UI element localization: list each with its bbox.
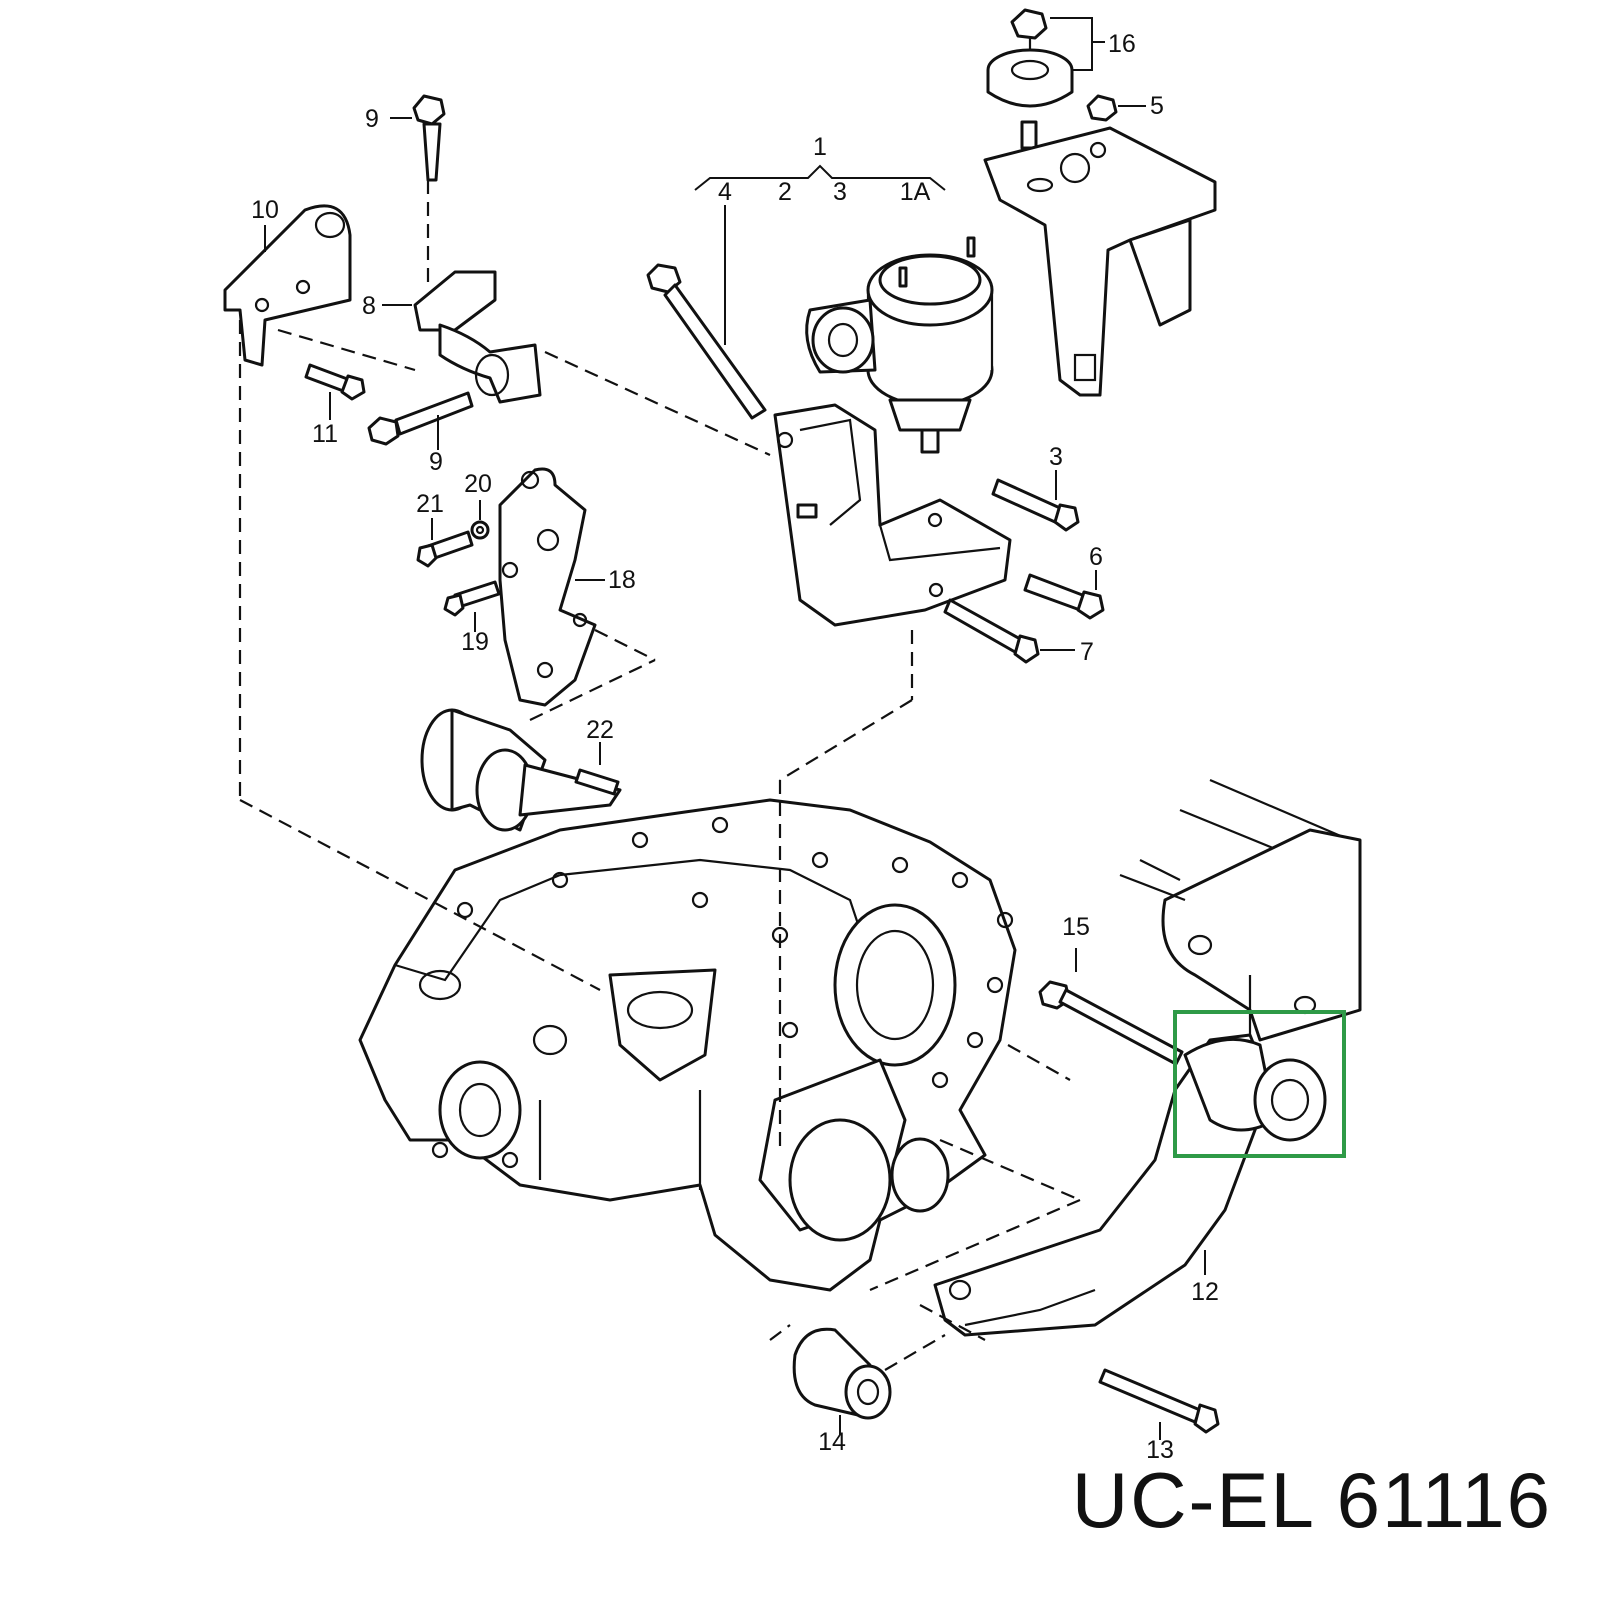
bolt-11 <box>304 363 366 420</box>
callout-labels: 1 4 2 3 1A 16 5 9 10 8 11 9 3 6 7 20 21 … <box>251 30 1219 1464</box>
highlight-box <box>1173 1010 1346 1158</box>
callout-20: 20 <box>464 470 492 498</box>
bushing-14 <box>792 1327 892 1435</box>
bolt-6 <box>1023 570 1105 620</box>
torque-arm-12 <box>933 1033 1327 1337</box>
callout-6: 6 <box>1089 543 1103 571</box>
callout-13: 13 <box>1146 1436 1174 1464</box>
callout-4: 4 <box>718 178 732 206</box>
clamp-8 <box>382 270 542 404</box>
callout-11: 11 <box>312 420 338 448</box>
bolt-15 <box>1038 948 1184 1066</box>
callout-9-lower: 9 <box>429 448 443 476</box>
callout-1a: 1A <box>900 178 931 206</box>
callout-12: 12 <box>1191 1278 1219 1306</box>
bolt-9-lower <box>367 391 474 450</box>
assembly-lines <box>238 180 1081 1371</box>
washer-20 <box>470 500 490 540</box>
callout-1: 1 <box>813 133 827 161</box>
bolt-7 <box>943 598 1075 664</box>
callout-14: 14 <box>818 1428 846 1456</box>
top-mount-cap <box>986 8 1105 150</box>
hydro-engine-mount <box>805 236 994 454</box>
gearbox-housing <box>358 798 1017 1292</box>
bolt-4 <box>646 205 767 420</box>
bolt-9-top <box>390 94 446 182</box>
callout-18: 18 <box>608 566 636 594</box>
callout-7: 7 <box>1080 638 1094 666</box>
callout-3-top: 3 <box>833 178 847 206</box>
callout-21: 21 <box>416 490 444 518</box>
bracket-10 <box>223 204 352 367</box>
callout-8: 8 <box>362 292 376 320</box>
right-mount-bracket <box>983 94 1217 397</box>
callout-3-lower: 3 <box>1049 443 1063 471</box>
callout-9-top: 9 <box>365 105 379 133</box>
bracket-18 <box>498 467 605 707</box>
callout-2: 2 <box>778 178 792 206</box>
bolt-19 <box>443 580 501 632</box>
callout-19: 19 <box>461 628 489 656</box>
flange-22 <box>420 708 622 832</box>
callout-5: 5 <box>1150 92 1164 120</box>
bolt-21 <box>416 518 474 568</box>
bolt-13 <box>1098 1368 1220 1440</box>
subframe <box>1119 778 1362 1042</box>
callout-22: 22 <box>586 716 614 744</box>
group-bracket-1 <box>694 164 946 191</box>
bolt-3 <box>991 470 1080 532</box>
callout-10: 10 <box>251 196 279 224</box>
part-code-label: UC-EL 61116 <box>1071 1456 1552 1544</box>
callout-15: 15 <box>1062 913 1090 941</box>
gearbox-bracket <box>773 403 1012 627</box>
callout-16: 16 <box>1108 30 1136 58</box>
